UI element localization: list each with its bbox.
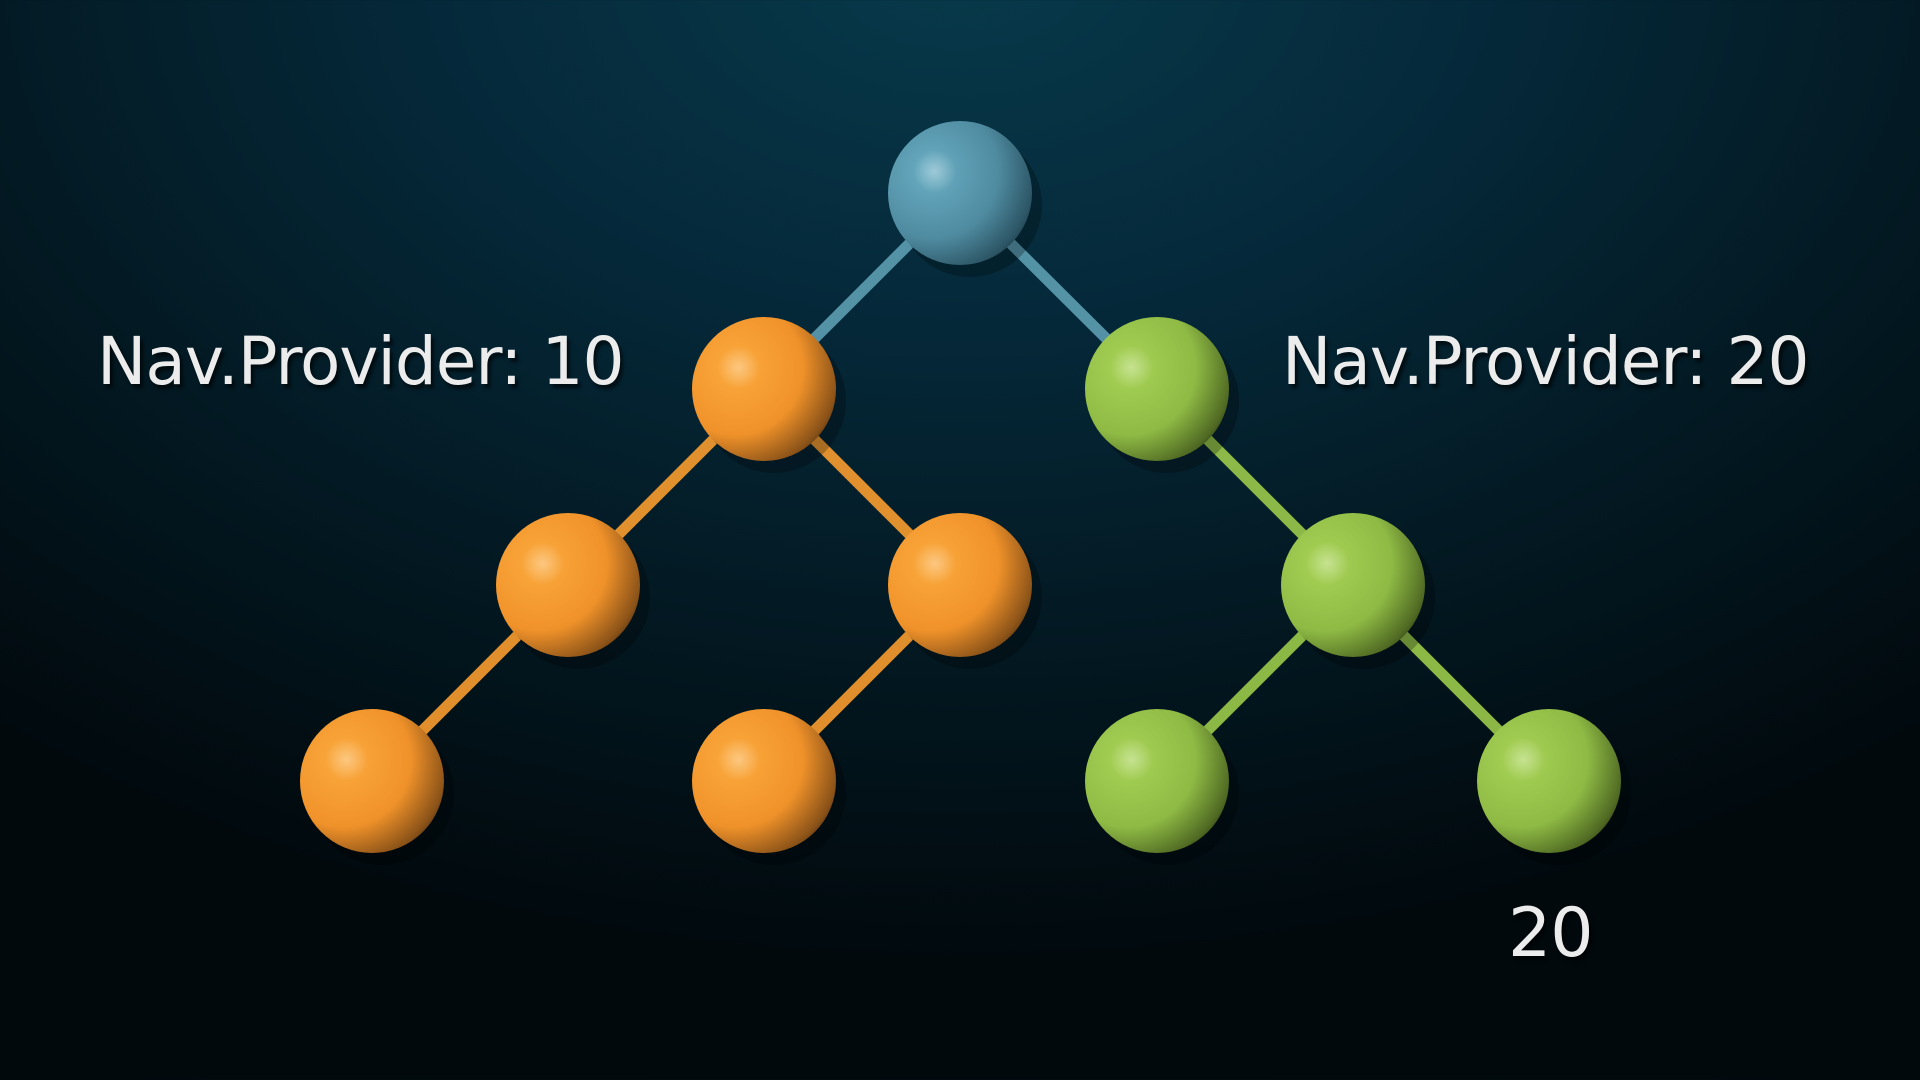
- node-highlight: [1306, 541, 1350, 586]
- edges-layer: [366, 187, 1555, 787]
- nodes-layer: [300, 121, 1631, 865]
- node-left-left-left: [300, 709, 454, 865]
- node-root: [888, 121, 1042, 277]
- node-highlight: [325, 737, 369, 782]
- node-sphere: [692, 709, 836, 853]
- node-sphere: [1085, 317, 1229, 461]
- node-left-right: [888, 513, 1042, 669]
- node-left-left: [496, 513, 650, 669]
- node-sphere: [1281, 513, 1425, 657]
- node-highlight: [1110, 345, 1154, 389]
- node-highlight: [913, 149, 957, 193]
- node-sphere: [1085, 709, 1229, 853]
- node-right: [1085, 317, 1239, 473]
- node-right-right: [1281, 513, 1435, 669]
- node-sphere: [888, 121, 1032, 265]
- node-highlight: [717, 737, 761, 782]
- node-sphere: [1477, 709, 1621, 853]
- node-highlight: [913, 541, 957, 586]
- node-highlight: [521, 541, 565, 586]
- left-provider-label: Nav.Provider: 10: [97, 323, 625, 400]
- node-left: [692, 317, 846, 473]
- node-highlight: [1110, 737, 1154, 782]
- node-right-right-left: [1085, 709, 1239, 865]
- node-sphere: [496, 513, 640, 657]
- leaf-value-label: 20: [1508, 894, 1594, 973]
- node-highlight: [1502, 737, 1546, 782]
- node-right-right-right: [1477, 709, 1631, 865]
- right-provider-label: Nav.Provider: 20: [1282, 323, 1810, 400]
- node-sphere: [692, 317, 836, 461]
- node-left-right-left: [692, 709, 846, 865]
- node-sphere: [888, 513, 1032, 657]
- node-sphere: [300, 709, 444, 853]
- node-highlight: [717, 345, 761, 389]
